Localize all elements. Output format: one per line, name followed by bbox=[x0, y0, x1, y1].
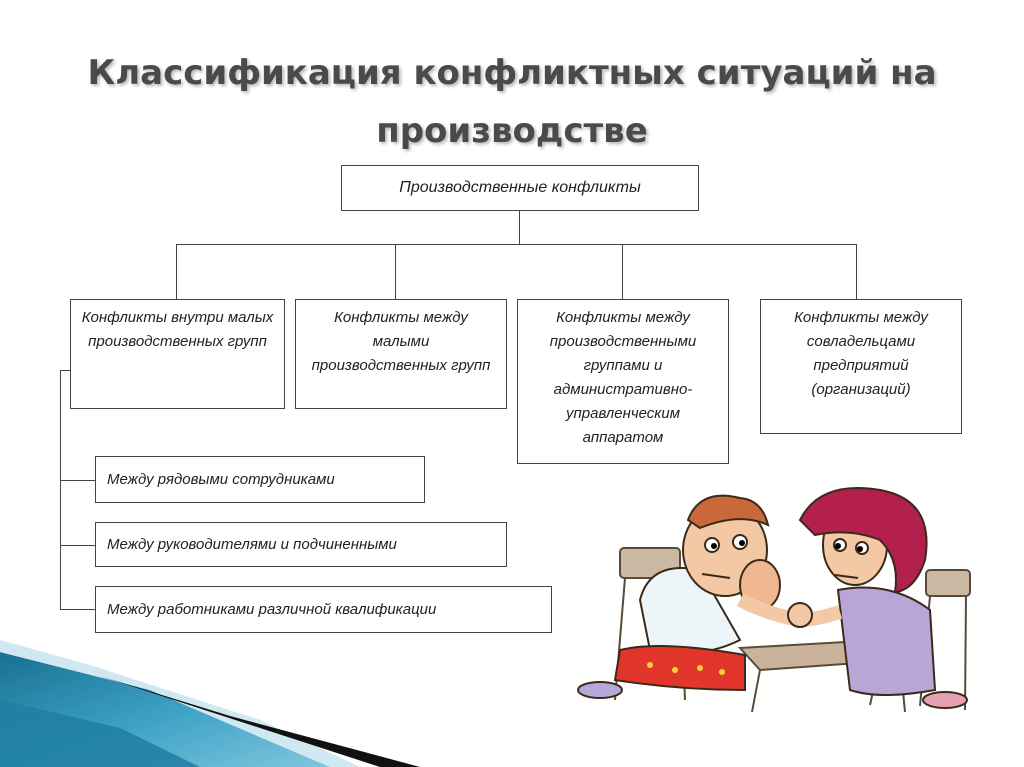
connector-cat-3 bbox=[622, 244, 623, 300]
title-line-2: производстве bbox=[376, 111, 648, 151]
subcategory-label-1: Между рядовыми сотрудниками bbox=[107, 470, 335, 488]
connector-sub-top bbox=[60, 370, 71, 371]
category-box-3: Конфликты между производственными группа… bbox=[517, 299, 729, 464]
connector-sub-3 bbox=[60, 609, 96, 610]
category-box-4: Конфликты между совладельцами предприяти… bbox=[760, 299, 962, 434]
subcategory-label-3: Между работниками различной квалификации bbox=[107, 600, 437, 618]
category-label-4: Конфликты между совладельцами предприяти… bbox=[794, 309, 928, 398]
connector-sub-1 bbox=[60, 480, 96, 481]
subcategory-box-1: Между рядовыми сотрудниками bbox=[95, 456, 425, 503]
subcategory-box-2: Между руководителями и подчиненными bbox=[95, 522, 507, 567]
connector-sub-2 bbox=[60, 545, 96, 546]
connector-cat-1 bbox=[176, 244, 177, 300]
category-label-1: Конфликты внутри малых производственных … bbox=[81, 309, 274, 350]
subcategory-box-3: Между работниками различной квалификации bbox=[95, 586, 552, 633]
category-box-2: Конфликты между малыми производственных … bbox=[295, 299, 507, 409]
root-label: Производственные конфликты bbox=[399, 179, 641, 196]
category-label-2: Конфликты между малыми производственных … bbox=[311, 309, 491, 374]
connector-sub-vertical bbox=[60, 370, 61, 610]
page-title: Классификация конфликтных ситуаций на пр… bbox=[40, 44, 984, 160]
connector-horizontal bbox=[176, 244, 857, 245]
category-box-1: Конфликты внутри малых производственных … bbox=[70, 299, 285, 409]
category-label-3: Конфликты между производственными группа… bbox=[549, 309, 697, 446]
subcategory-label-2: Между руководителями и подчиненными bbox=[107, 535, 397, 553]
title-line-1: Классификация конфликтных ситуаций на bbox=[87, 53, 937, 93]
connector-root-down bbox=[519, 210, 520, 245]
connector-cat-4 bbox=[856, 244, 857, 300]
root-box: Производственные конфликты bbox=[341, 165, 699, 211]
connector-cat-2 bbox=[395, 244, 396, 300]
